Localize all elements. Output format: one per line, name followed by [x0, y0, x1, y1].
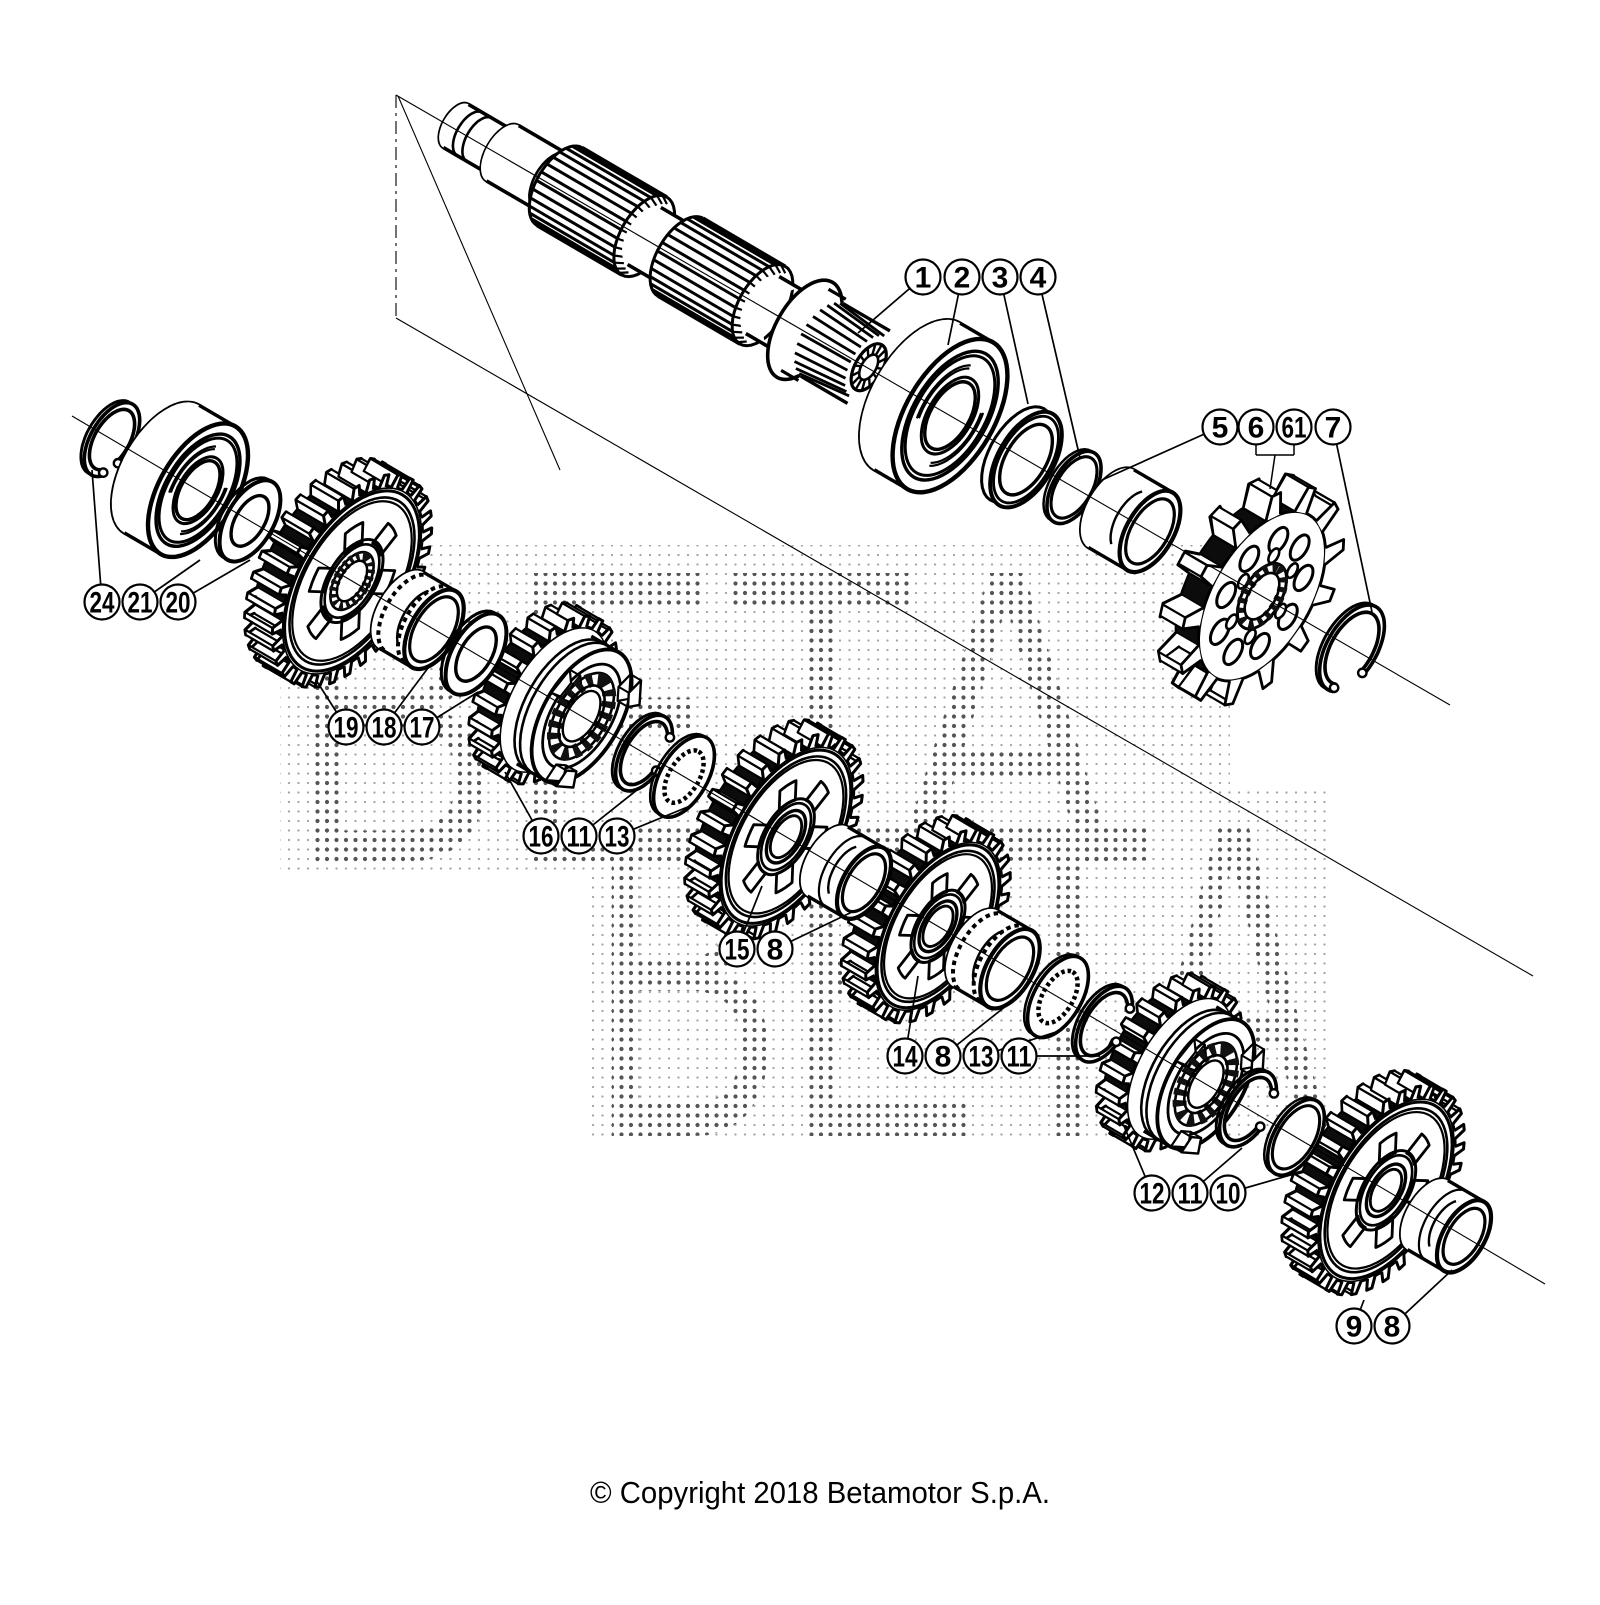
- svg-text:14: 14: [893, 1041, 918, 1074]
- svg-text:8: 8: [935, 1041, 952, 1074]
- svg-text:8: 8: [767, 934, 784, 967]
- svg-text:11: 11: [567, 821, 592, 854]
- svg-text:11: 11: [1007, 1041, 1032, 1074]
- svg-text:13: 13: [969, 1041, 994, 1074]
- svg-text:17: 17: [410, 712, 435, 745]
- svg-text:24: 24: [90, 587, 115, 620]
- svg-text:12: 12: [1140, 1178, 1165, 1211]
- svg-text:6: 6: [1248, 412, 1265, 445]
- svg-text:11: 11: [1178, 1178, 1203, 1211]
- svg-text:7: 7: [1325, 412, 1342, 445]
- svg-text:© Copyright 2018 Betamotor S.p: © Copyright 2018 Betamotor S.p.A.: [590, 1475, 1050, 1510]
- svg-text:10: 10: [1216, 1178, 1241, 1211]
- svg-text:5: 5: [1212, 412, 1229, 445]
- svg-text:18: 18: [372, 712, 397, 745]
- svg-text:13: 13: [605, 821, 630, 854]
- svg-text:4: 4: [1030, 262, 1047, 295]
- svg-text:8: 8: [1384, 1311, 1401, 1344]
- svg-text:2: 2: [954, 262, 971, 295]
- svg-text:1: 1: [915, 262, 932, 295]
- svg-text:20: 20: [166, 587, 191, 620]
- svg-text:3: 3: [992, 262, 1009, 295]
- svg-text:61: 61: [1282, 412, 1307, 445]
- svg-text:16: 16: [529, 821, 554, 854]
- svg-text:19: 19: [334, 712, 359, 745]
- svg-text:15: 15: [725, 934, 750, 967]
- svg-text:9: 9: [1346, 1311, 1363, 1344]
- svg-text:21: 21: [128, 587, 153, 620]
